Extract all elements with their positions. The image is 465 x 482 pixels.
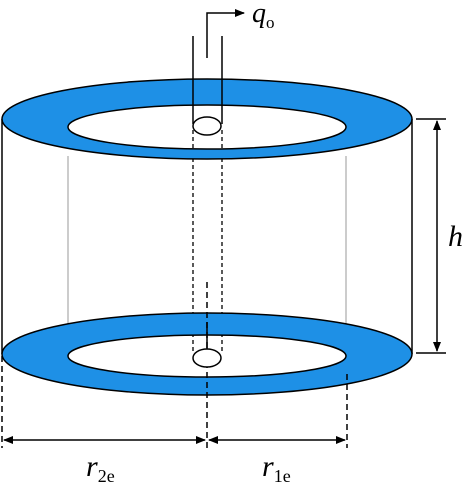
bottom-ring [1, 312, 413, 396]
bottom-well-opening [192, 348, 222, 368]
inner-radius-label: r1e [262, 450, 291, 482]
top-ring [1, 78, 413, 160]
outer-radius-label: r2e [86, 450, 115, 482]
flow-rate-label: qo [252, 0, 275, 32]
outflow-arrow [206, 9, 245, 58]
height-label: h [448, 220, 463, 253]
top-well-opening [192, 116, 222, 136]
